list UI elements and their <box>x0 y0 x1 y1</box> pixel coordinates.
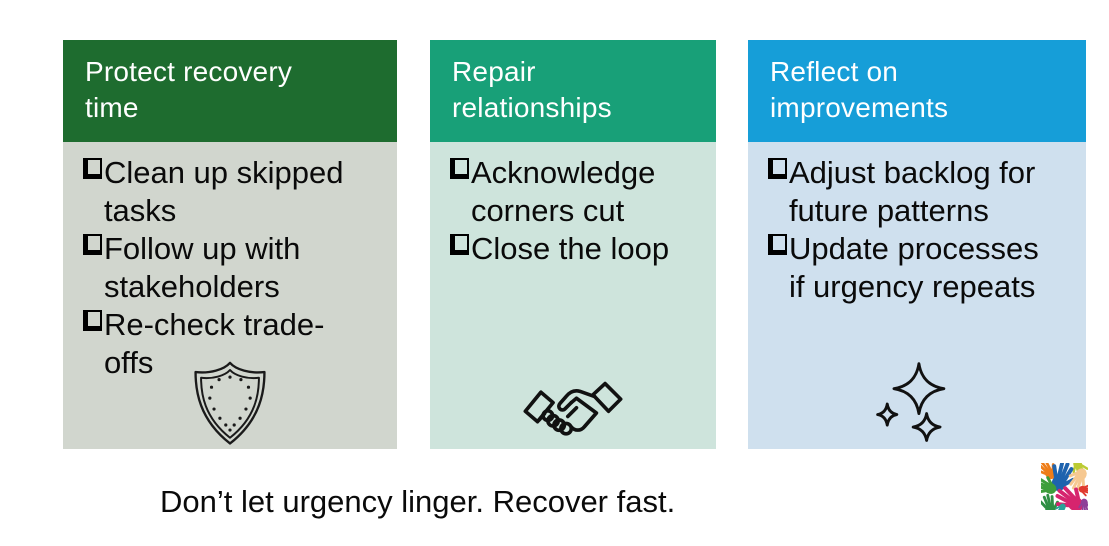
checkbox-icon <box>83 234 103 255</box>
list-item-label: Close the loop <box>470 231 670 266</box>
shield-icon <box>63 359 397 449</box>
column-header: Repair relationships <box>430 40 716 142</box>
list-item: Re-check trade-offs <box>83 306 387 382</box>
checkbox-icon <box>450 234 470 255</box>
list-item-label: Update processes if urgency repeats <box>788 231 1039 304</box>
list-item-label: Re-check trade-offs <box>103 307 325 380</box>
column-title: Reflect on improvements <box>770 56 949 123</box>
sparkles-icon <box>748 359 1086 449</box>
list-item: Clean up skipped tasks <box>83 154 387 230</box>
list-item-label: Acknowledge corners cut <box>470 155 656 228</box>
list-item-label: Clean up skipped tasks <box>103 155 344 228</box>
column-reflect-on-improvements: Reflect on improvements Adjust backlog f… <box>748 40 1086 449</box>
column-body: Adjust backlog for future patterns Updat… <box>748 142 1086 449</box>
list-item: Acknowledge corners cut <box>450 154 706 230</box>
column-header: Reflect on improvements <box>748 40 1086 142</box>
list-item-label: Adjust backlog for future patterns <box>788 155 1036 228</box>
column-repair-relationships: Repair relationships Acknowledge corners… <box>430 40 716 449</box>
column-header: Protect recovery time <box>63 40 397 142</box>
list-item: Follow up with stakeholders <box>83 230 387 306</box>
checkbox-icon <box>768 234 788 255</box>
list-item: Close the loop <box>450 230 706 268</box>
tagline: Don’t let urgency linger. Recover fast. <box>160 484 676 519</box>
column-protect-recovery-time: Protect recovery time Clean up skipped t… <box>63 40 397 449</box>
column-body: Clean up skipped tasks Follow up with st… <box>63 142 397 449</box>
checkbox-icon <box>83 310 103 331</box>
column-title: Repair relationships <box>452 56 612 123</box>
checkbox-icon <box>83 158 103 179</box>
list-item-label: Follow up with stakeholders <box>103 231 301 304</box>
handshake-icon <box>430 377 716 449</box>
column-title: Protect recovery time <box>85 56 293 123</box>
column-body: Acknowledge corners cut Close the loop <box>430 142 716 449</box>
checkbox-icon <box>450 158 470 179</box>
checkbox-icon <box>768 158 788 179</box>
list-item: Adjust backlog for future patterns <box>768 154 1076 230</box>
colorful-hands-logo <box>1041 463 1088 510</box>
list-item: Update processes if urgency repeats <box>768 230 1076 306</box>
